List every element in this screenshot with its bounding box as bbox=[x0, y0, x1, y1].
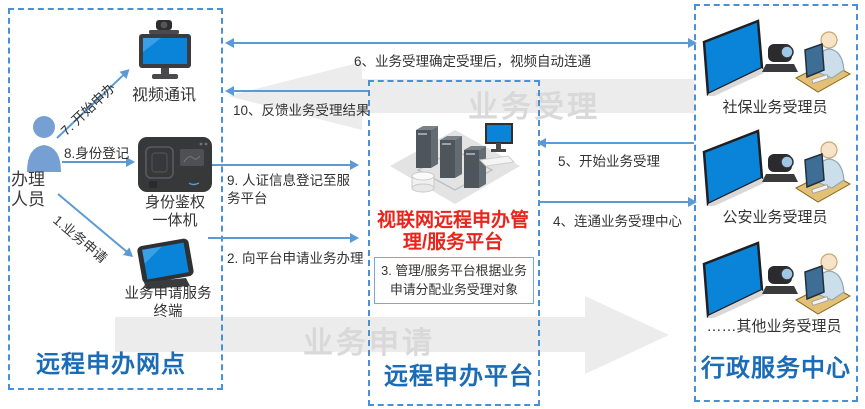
apply-flow-band bbox=[115, 317, 585, 352]
service-terminal-icon bbox=[137, 238, 194, 289]
apply-flow-arrowhead bbox=[585, 296, 669, 374]
flow-arrow-8 bbox=[62, 161, 128, 163]
operator-label-other: ……其他业务受理员 bbox=[706, 318, 842, 335]
flow-arrow-9 bbox=[212, 164, 352, 166]
operator-station-icon-police bbox=[702, 129, 852, 206]
accept-flow-band bbox=[360, 79, 694, 113]
platform-title: 视联网远程申办管 理/服务平台 bbox=[376, 210, 529, 254]
flow-label-10: 10、反馈业务受理结果 bbox=[233, 103, 370, 118]
flow-arrow-5 bbox=[544, 142, 694, 144]
id-auth-machine-label: 身份鉴权 一体机 bbox=[144, 194, 205, 230]
flow-arrow-5-head bbox=[537, 138, 546, 148]
flow-arrow-8-head bbox=[126, 157, 135, 167]
flow-arrow-2 bbox=[208, 237, 352, 239]
flow-arrow-6-right-head bbox=[688, 38, 697, 48]
region-title-remote-platform: 远程申办平台 bbox=[384, 363, 534, 390]
flow-arrow-9-head bbox=[350, 160, 359, 170]
region-middle-platform bbox=[368, 80, 540, 406]
operator-label-social: 社保业务受理员 bbox=[722, 99, 828, 116]
flow-arrow-4-head bbox=[688, 197, 697, 207]
operator-station-icon-social bbox=[702, 19, 852, 96]
operator-station-icon-other bbox=[702, 241, 852, 318]
flow-label-2: 2. 向平台申请业务办理 bbox=[227, 251, 364, 266]
apply-watermark: 业务申请 bbox=[303, 327, 435, 360]
flow-label-9: 9. 人证信息登记至服 务平台 bbox=[227, 173, 351, 207]
flow-arrow-10-head bbox=[225, 86, 234, 96]
id-auth-machine-icon bbox=[138, 137, 212, 192]
step3-note-box: 3. 管理/服务平台根据业务 申请分配业务受理对象 bbox=[374, 257, 534, 305]
flow-label-8: 8.身份登记 bbox=[64, 146, 130, 161]
flow-label-4: 4、连通业务受理中心 bbox=[553, 214, 683, 229]
applicant-label: 办理 人员 bbox=[11, 170, 45, 210]
flow-arrow-4 bbox=[538, 201, 690, 203]
accept-watermark: 业务受理 bbox=[468, 91, 600, 124]
video-comm-icon bbox=[139, 20, 191, 79]
flow-arrow-10 bbox=[232, 90, 368, 92]
region-left-remote-site bbox=[8, 8, 223, 390]
flow-arrow-6-left-head bbox=[225, 38, 234, 48]
flow-arrow-6 bbox=[232, 42, 690, 44]
service-terminal-label: 业务申请服务 终端 bbox=[124, 286, 212, 320]
flow-label-6: 6、业务受理确定受理后，视频自动连通 bbox=[354, 54, 592, 69]
operator-label-police: 公安业务受理员 bbox=[722, 209, 828, 226]
flow-arrow-2-head bbox=[350, 233, 359, 243]
video-comm-label: 视频通讯 bbox=[131, 87, 196, 104]
region-title-service-center: 行政服务中心 bbox=[701, 355, 851, 382]
accept-flow-arrowhead bbox=[228, 62, 362, 130]
applicant-person-icon bbox=[27, 116, 61, 172]
region-title-remote-site: 远程申办网点 bbox=[36, 351, 186, 378]
flow-label-5: 5、开始业务受理 bbox=[558, 154, 661, 169]
server-platform-icon bbox=[390, 123, 520, 204]
